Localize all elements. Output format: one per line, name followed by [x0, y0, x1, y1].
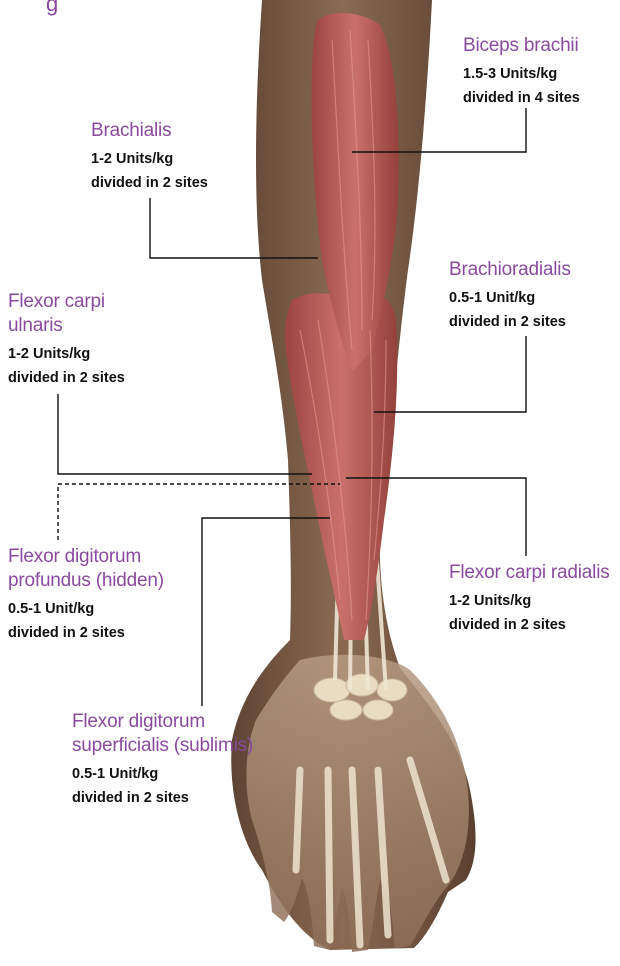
muscle-name-line2: superficialis (sublimis)	[72, 734, 253, 758]
muscle-name: Flexor carpi radialis	[449, 561, 610, 585]
dose-text: 0.5-1 Unit/kg	[449, 286, 571, 310]
sites-text: divided in 4 sites	[463, 86, 580, 110]
sites-text: divided in 2 sites	[8, 621, 164, 645]
muscle-name-line2: profundus (hidden)	[8, 569, 164, 593]
sites-text: divided in 2 sites	[8, 366, 125, 390]
label-biceps: Biceps brachii 1.5-3 Units/kg divided in…	[463, 34, 580, 110]
muscle-name: Brachialis	[91, 119, 208, 143]
muscle-name: Brachioradialis	[449, 258, 571, 282]
label-flexor-carpi-ulnaris: Flexor carpi ulnaris 1-2 Units/kg divide…	[8, 290, 125, 390]
label-flexor-digitorum-superficialis: Flexor digitorum superficialis (sublimis…	[72, 710, 253, 810]
muscle-name-line1: Flexor carpi	[8, 290, 125, 314]
label-brachialis: Brachialis 1-2 Units/kg divided in 2 sit…	[91, 119, 208, 195]
title-fragment: g	[46, 0, 58, 18]
sites-text: divided in 2 sites	[91, 171, 208, 195]
sites-text: divided in 2 sites	[449, 310, 571, 334]
label-flexor-carpi-radialis: Flexor carpi radialis 1-2 Units/kg divid…	[449, 561, 610, 637]
label-flexor-digitorum-profundus: Flexor digitorum profundus (hidden) 0.5-…	[8, 545, 164, 645]
leader-fcu	[58, 394, 312, 474]
sites-text: divided in 2 sites	[449, 613, 610, 637]
muscle-name-line1: Flexor digitorum	[8, 545, 164, 569]
dose-text: 1-2 Units/kg	[8, 342, 125, 366]
label-brachioradialis: Brachioradialis 0.5-1 Unit/kg divided in…	[449, 258, 571, 334]
dose-text: 0.5-1 Unit/kg	[72, 762, 253, 786]
dose-text: 1.5-3 Units/kg	[463, 62, 580, 86]
dose-text: 1-2 Units/kg	[91, 147, 208, 171]
dose-text: 0.5-1 Unit/kg	[8, 597, 164, 621]
dose-text: 1-2 Units/kg	[449, 589, 610, 613]
muscle-name: Biceps brachii	[463, 34, 580, 58]
sites-text: divided in 2 sites	[72, 786, 253, 810]
muscle-name-line2: ulnaris	[8, 314, 125, 338]
muscle-name-line1: Flexor digitorum	[72, 710, 253, 734]
